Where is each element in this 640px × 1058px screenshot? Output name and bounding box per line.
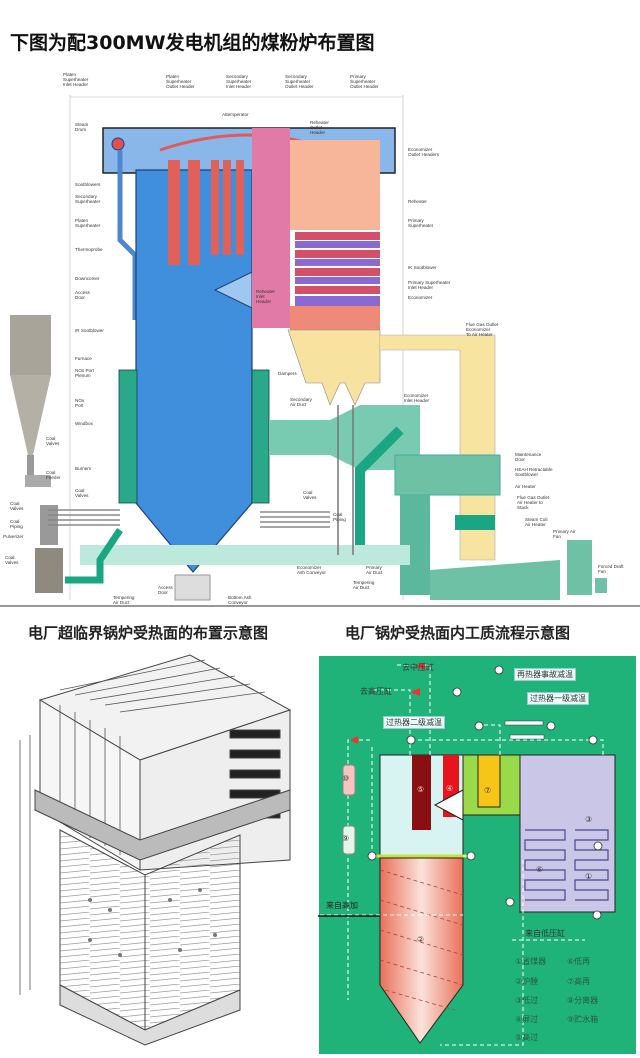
- marker-10: ⑩: [342, 774, 350, 783]
- label: Primary Air Fan: [553, 529, 576, 539]
- legend-item: ①省煤器: [515, 957, 547, 966]
- section-title-left: 电厂超临界锅炉受热面的布置示意图: [28, 624, 269, 642]
- label: Economizer Inlet Header: [404, 393, 430, 403]
- label: Primary Superheater Outlet Header: [350, 74, 379, 89]
- label: Coal Valves: [10, 501, 24, 511]
- label: Economizer Outlet Headers: [408, 147, 439, 157]
- legend-item: ②炉膛: [515, 977, 539, 986]
- label: Reheater: [408, 199, 427, 204]
- label: Flue Gas Outlet Air Heater to Stack: [517, 495, 550, 510]
- legend-item: ⑦高再: [567, 977, 591, 986]
- legend-item: ⑧分离器: [567, 996, 599, 1005]
- label: Secondary Superheater Outlet Header: [285, 74, 314, 89]
- label: Burners: [75, 466, 92, 471]
- marker-1: ①: [585, 872, 593, 881]
- to-ip-cylinder-label: 去中压缸: [402, 663, 434, 672]
- marker-5: ⑤: [417, 785, 425, 794]
- flue-gas-duct: [380, 334, 496, 561]
- label: Windbox: [75, 421, 93, 426]
- label: Reheater Outlet Header: [310, 120, 329, 135]
- label: Platen Superheater Outlet Header: [166, 74, 195, 89]
- label: Air Heater: [515, 484, 536, 489]
- air-heater: [394, 454, 501, 496]
- marker-2: ②: [417, 935, 425, 944]
- superheater-stage1-attemperation-label: 过热器一级减温: [527, 692, 589, 705]
- from-hp-heater-label: 来自高加: [326, 901, 358, 910]
- label: NOx Port: [75, 398, 85, 408]
- label: Dampers: [278, 371, 297, 376]
- label: Pulverizer: [3, 534, 24, 539]
- label: Reheater Inlet Header: [256, 289, 275, 304]
- legend-item: ⑤高过: [515, 1033, 539, 1042]
- superheater-stage2-attemperation-label: 过热器二级减温: [383, 716, 445, 729]
- platen-superheaters: [168, 160, 244, 265]
- legend-item: ⑥低再: [567, 957, 591, 966]
- label: Steam Drum: [75, 122, 89, 132]
- label: Forced Draft Fan: [598, 564, 624, 574]
- label: Tempering Air Duct: [353, 580, 375, 590]
- label: Attemperator: [222, 112, 249, 117]
- marker-4: ④: [446, 784, 454, 793]
- label: Bottom Ash Conveyor: [228, 595, 252, 605]
- label: Flue Gas Outlet Economizer To Air Heater: [466, 322, 499, 337]
- label: Downcomer: [75, 276, 100, 281]
- label: Primary Superheater: [408, 218, 434, 228]
- legend-item: ③低过: [515, 996, 539, 1005]
- label: NOx Port Plenum: [75, 368, 94, 378]
- label: HEAH Retractable Sootblower: [515, 467, 553, 477]
- legend-item: ④屏过: [515, 1015, 539, 1024]
- marker-3: ③: [585, 815, 593, 824]
- label: Access Door: [75, 290, 90, 300]
- label: Economizer Ash Conveyor: [297, 565, 326, 575]
- marker-9: ⑨: [342, 834, 350, 843]
- label: Coal Valves: [303, 490, 317, 500]
- economizer-hopper: [287, 329, 381, 406]
- boiler-layout-diagram: [0, 95, 640, 607]
- windbox-left: [118, 369, 138, 504]
- label: IR Sootblower: [75, 328, 104, 333]
- legend-item: ⑨贮水箱: [567, 1015, 599, 1024]
- label: Furnace: [75, 356, 92, 361]
- to-hp-cylinder-label: 去高压缸: [360, 687, 392, 696]
- from-lp-label: 来自低压缸: [525, 929, 565, 938]
- label: Platen Superheater: [75, 218, 101, 228]
- label: Steam Coil Air Heater: [525, 517, 548, 527]
- label: Platen Superheater Inlet Header: [63, 72, 89, 87]
- label: Maintenance Door: [515, 452, 542, 462]
- label: Thermoprobe: [75, 247, 103, 252]
- label: Secondary Superheater Inlet Header: [226, 74, 252, 89]
- label: Access Door: [158, 585, 173, 595]
- label: Sootblowers: [75, 182, 101, 187]
- label: IK Sootblower: [408, 265, 437, 270]
- label: Coal Valves: [46, 436, 60, 446]
- page-title: 下图为配300MW发电机组的煤粉炉布置图: [10, 32, 375, 54]
- label: Coal Piping: [333, 512, 346, 522]
- label: Primary Air Duct: [366, 565, 383, 575]
- label: Secondary Air Duct: [290, 397, 312, 407]
- label: Coal Feeder: [46, 470, 61, 480]
- windbox-right: [251, 369, 270, 504]
- section-title-right: 电厂锅炉受热面内工质流程示意图: [345, 624, 571, 642]
- label: Primary Superheater Inlet Header: [408, 280, 451, 290]
- label: Coal Valves: [75, 488, 89, 498]
- label: Economizer: [408, 295, 433, 300]
- label: Coal Valves: [5, 555, 19, 565]
- reheater-emergency-attemperation-label: 再热器事故减温: [514, 668, 576, 681]
- label: Coal Piping: [10, 519, 23, 529]
- marker-6: ⑥: [536, 865, 544, 874]
- label: Secondary Superheater: [75, 194, 101, 204]
- label: Tempering Air Duct: [113, 595, 135, 605]
- marker-7: ⑦: [484, 786, 492, 795]
